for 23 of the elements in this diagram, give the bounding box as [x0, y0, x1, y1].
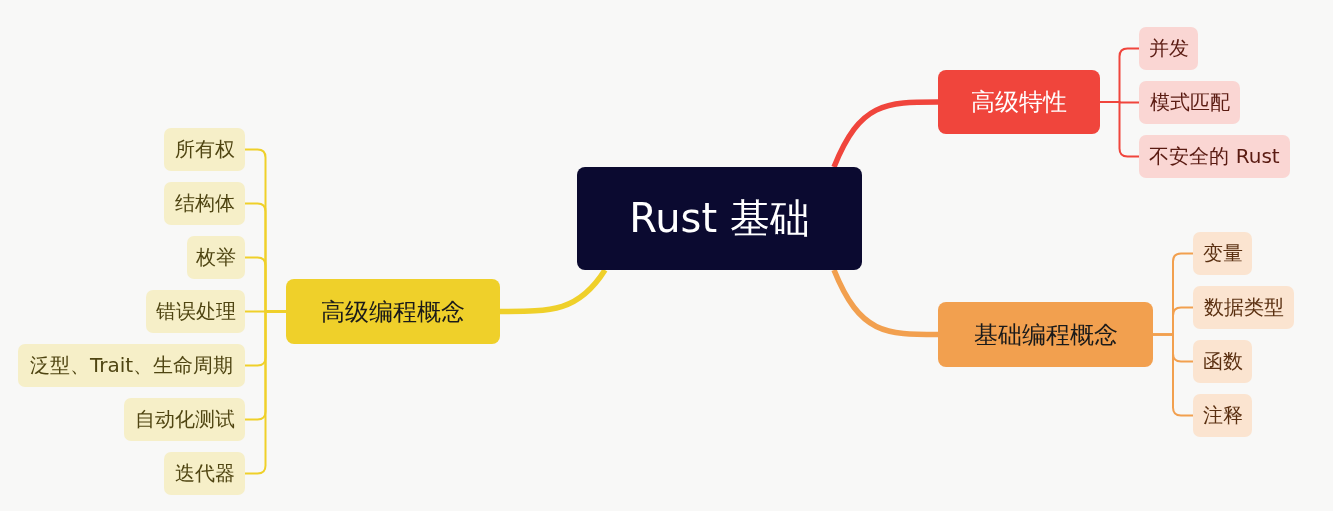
- connector-line: [244, 310, 287, 475]
- topic-chip: 错误处理: [146, 290, 245, 333]
- topic-chip: 模式匹配: [1139, 81, 1240, 124]
- topic-chip: 泛型、Trait、生命周期: [18, 344, 245, 387]
- topic-chip: 函数: [1193, 340, 1252, 383]
- connector-line: [1152, 333, 1194, 417]
- topic-chip: 所有权: [164, 128, 245, 171]
- topic-chip: 并发: [1139, 27, 1198, 70]
- branch-box: 高级编程概念: [286, 279, 500, 344]
- topic-chip: 枚举: [187, 236, 245, 279]
- topic-chip: 变量: [1193, 232, 1252, 275]
- topic-chip: 注释: [1193, 394, 1252, 437]
- connector-line: [831, 99, 938, 169]
- topic-chip: 结构体: [164, 182, 245, 225]
- topic-chip: 迭代器: [164, 452, 245, 495]
- topic-chip: 自动化测试: [124, 398, 245, 441]
- branch-box: 高级特性: [938, 70, 1100, 134]
- topic-chip: 不安全的 Rust: [1139, 135, 1290, 178]
- connector-line: [500, 268, 608, 315]
- topic-box: Rust 基础: [577, 167, 862, 270]
- branch-box: 基础编程概念: [938, 302, 1153, 367]
- connector-line: [831, 268, 938, 338]
- topic-chip: 数据类型: [1193, 286, 1294, 329]
